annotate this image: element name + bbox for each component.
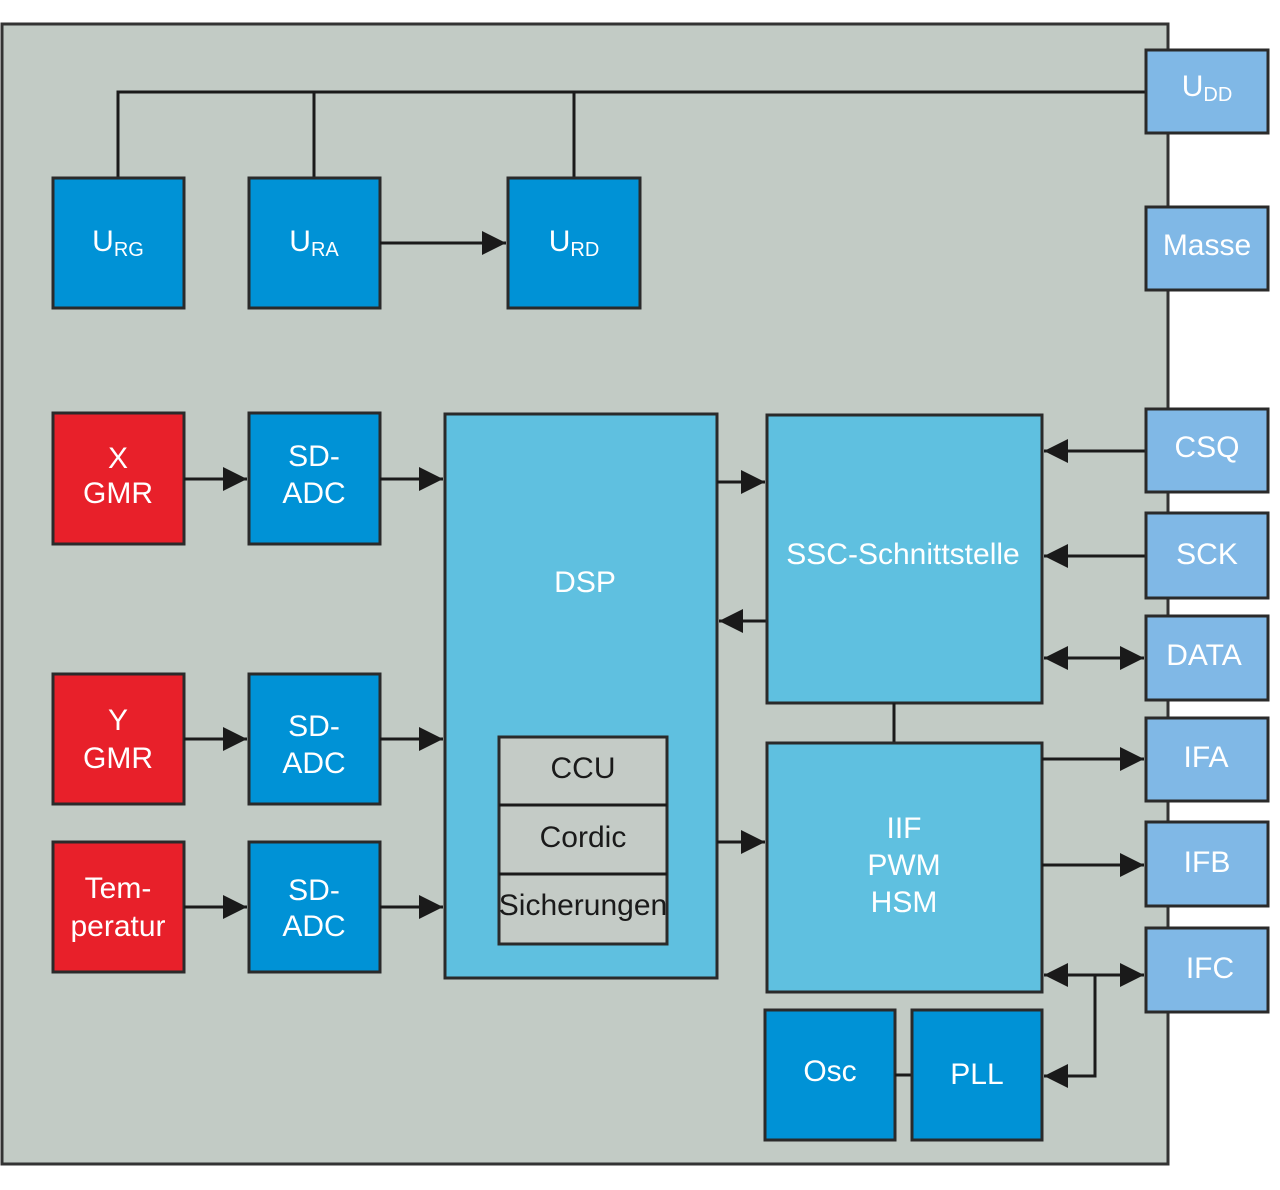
block-urg: URG <box>51 176 186 310</box>
svg-text:URA: URA <box>289 225 339 261</box>
block-x-gmr: X GMR <box>51 411 186 546</box>
svg-text:DSP: DSP <box>554 566 616 599</box>
svg-text:peratur: peratur <box>70 910 165 943</box>
block-sd-adc-1: SD- ADC <box>247 411 382 546</box>
svg-text:ADC: ADC <box>282 477 345 510</box>
svg-text:SD-: SD- <box>288 710 340 743</box>
dsp-sub-cordic: Cordic <box>540 821 627 854</box>
block-urd: URD <box>506 176 642 310</box>
svg-text:PWM: PWM <box>867 849 940 882</box>
svg-text:IFA: IFA <box>1183 741 1228 774</box>
svg-text:X: X <box>108 442 128 475</box>
svg-text:Tem-: Tem- <box>85 872 152 905</box>
block-ssc-schnittstelle: SSC-Schnittstelle <box>765 413 1044 705</box>
svg-text:IIF: IIF <box>887 812 922 845</box>
svg-text:Y: Y <box>108 704 128 737</box>
svg-text:SD-: SD- <box>288 874 340 907</box>
pin-sck: SCK <box>1144 511 1270 600</box>
svg-text:Osc: Osc <box>803 1055 856 1088</box>
block-pll: PLL <box>910 1008 1044 1142</box>
svg-text:URG: URG <box>92 225 144 261</box>
svg-text:DATA: DATA <box>1166 639 1242 672</box>
pin-ifb: IFB <box>1144 820 1270 908</box>
svg-text:IFB: IFB <box>1184 846 1231 879</box>
dsp-sub-ccu: CCU <box>551 752 616 785</box>
block-sd-adc-3: SD- ADC <box>247 840 382 974</box>
dsp-sub-sicherungen: Sicherungen <box>499 889 667 922</box>
block-temperatur: Tem- peratur <box>51 840 186 974</box>
svg-text:Masse: Masse <box>1163 229 1251 262</box>
pin-ifa: IFA <box>1144 716 1270 803</box>
pin-data: DATA <box>1144 614 1270 702</box>
block-osc: Osc <box>763 1008 897 1142</box>
svg-text:SCK: SCK <box>1176 538 1238 571</box>
svg-text:GMR: GMR <box>83 742 153 775</box>
svg-text:SSC-Schnittstelle: SSC-Schnittstelle <box>786 538 1019 571</box>
svg-text:HSM: HSM <box>871 886 938 919</box>
block-dsp: DSP CCU Cordic Sicherungen <box>443 412 719 980</box>
pin-masse: Masse <box>1144 205 1270 292</box>
block-y-gmr: Y GMR <box>51 672 186 806</box>
pin-csq: CSQ <box>1144 407 1270 494</box>
svg-text:PLL: PLL <box>950 1058 1003 1091</box>
svg-text:IFC: IFC <box>1186 952 1234 985</box>
svg-text:ADC: ADC <box>282 747 345 780</box>
svg-text:CSQ: CSQ <box>1174 431 1239 464</box>
pin-udd: UDD <box>1144 48 1270 135</box>
block-ura: URA <box>247 176 382 310</box>
svg-text:GMR: GMR <box>83 477 153 510</box>
supply-bus <box>116 90 1146 178</box>
svg-text:SD-: SD- <box>288 440 340 473</box>
svg-text:URD: URD <box>549 225 600 261</box>
block-iif-pwm-hsm: IIF PWM HSM <box>765 741 1044 994</box>
pin-ifc: IFC <box>1144 926 1270 1014</box>
svg-text:ADC: ADC <box>282 910 345 943</box>
svg-text:UDD: UDD <box>1182 70 1233 106</box>
block-sd-adc-2: SD- ADC <box>247 672 382 806</box>
arrow-ifc-pll <box>1044 975 1097 1088</box>
